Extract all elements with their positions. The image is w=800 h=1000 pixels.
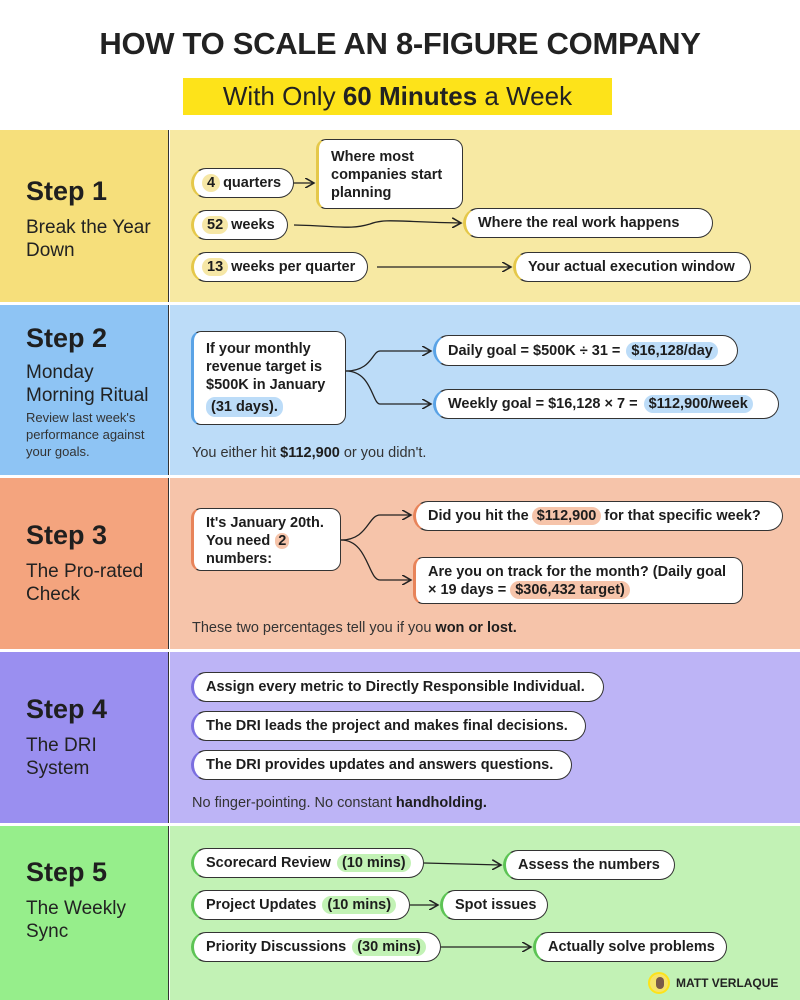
node-priority-discussions: Priority Discussions(30 mins) [191, 932, 441, 962]
node-project-updates: Project Updates(10 mins) [191, 890, 410, 920]
step-description: Review last week's performance against y… [26, 410, 145, 459]
node-execution-window: Your actual execution window [513, 252, 751, 282]
step-label: Step 1 [26, 176, 108, 206]
subtitle-banner: With Only 60 Minutes a Week [183, 78, 612, 115]
author-name: MATT VERLAQUE [676, 976, 779, 990]
node-solve-problems: Actually solve problems [533, 932, 727, 962]
node-scorecard-review: Scorecard Review(10 mins) [191, 848, 424, 878]
subtitle-bold: 60 Minutes [342, 81, 478, 111]
page-title: HOW TO SCALE AN 8-FIGURE COMPANY [99, 26, 701, 61]
node-dri-updates: The DRI provides updates and answers que… [191, 750, 572, 780]
node-daily-goal: Daily goal = $500K ÷ 31 =$16,128/day [433, 335, 738, 366]
step3-note: These two percentages tell you if you wo… [192, 620, 517, 636]
node-dri-assign: Assign every metric to Directly Responsi… [191, 672, 604, 702]
step-title: The DRI System [26, 735, 97, 779]
node-on-track: Are you on track for the month? (Daily g… [413, 557, 743, 604]
avatar [648, 972, 670, 994]
node-monthly-target: If your monthly revenue target is $500K … [191, 331, 346, 425]
node-real-work: Where the real work happens [463, 208, 713, 238]
step-label: Step 4 [26, 694, 108, 724]
node-dri-leads: The DRI leads the project and makes fina… [191, 711, 586, 741]
node-january-20: It's January 20th. You need 2 numbers: [191, 508, 341, 571]
node-weekly-goal: Weekly goal = $16,128 × 7 =$112,900/week [433, 389, 779, 419]
step-title: The Weekly Sync [26, 898, 126, 942]
step-title: Monday Morning Ritual [26, 362, 149, 406]
step-title: Break the Year Down [26, 217, 151, 261]
step-label: Step 5 [26, 857, 108, 887]
node-assess-numbers: Assess the numbers [503, 850, 675, 880]
subtitle-pre: With Only [222, 81, 343, 111]
step-label: Step 2 [26, 323, 108, 353]
step2-note: You either hit $112,900 or you didn't. [192, 445, 427, 461]
subtitle-post: a Week [477, 81, 573, 111]
node-where-most: Where most companies start planning [316, 139, 463, 209]
author-credit: MATT VERLAQUE [648, 972, 778, 994]
step4-note: No finger-pointing. No constant handhold… [192, 795, 487, 811]
step-title: The Pro-rated Check [26, 561, 144, 605]
step-label: Step 3 [26, 520, 108, 550]
node-spot-issues: Spot issues [440, 890, 548, 920]
